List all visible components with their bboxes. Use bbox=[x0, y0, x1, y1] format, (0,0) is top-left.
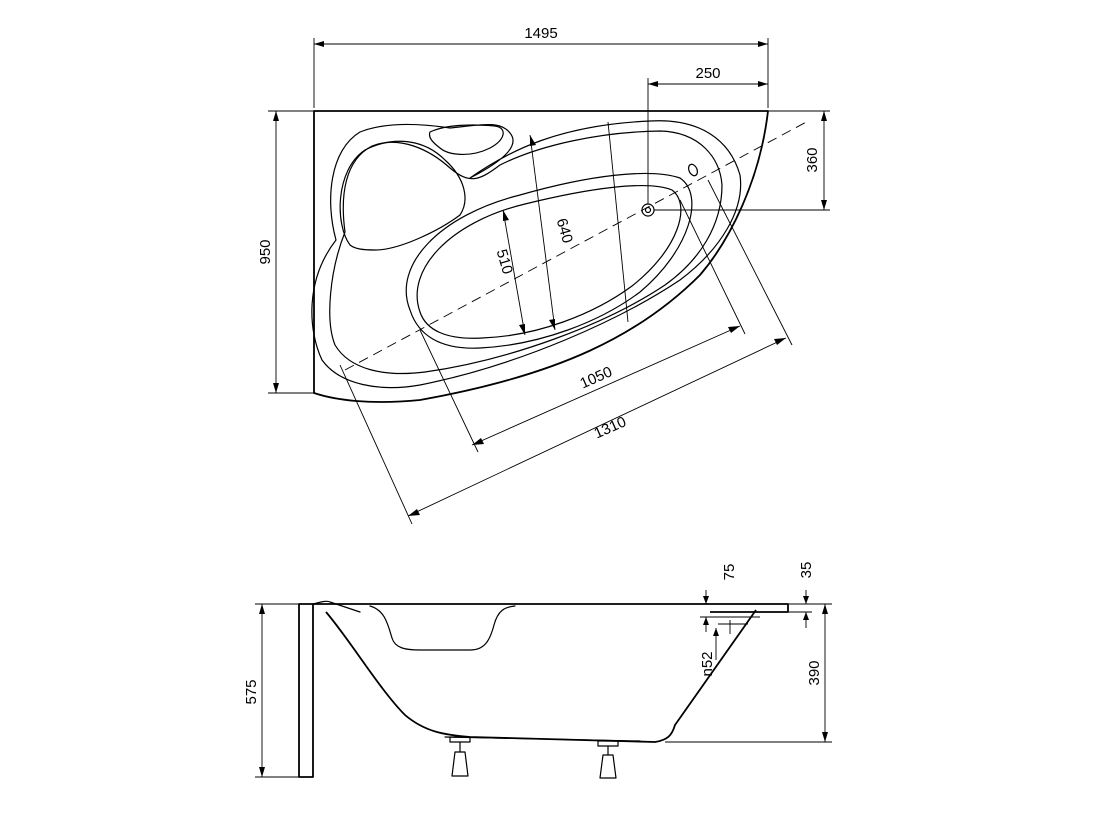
tub-axis-centerline bbox=[344, 119, 811, 371]
side-base-line bbox=[444, 736, 641, 742]
label-outer-length: 1310 bbox=[591, 413, 628, 442]
label-drain-depth: 360 bbox=[804, 147, 821, 172]
dim-overflow-n52: n52 bbox=[699, 620, 748, 677]
label-total-height: 575 bbox=[243, 679, 260, 704]
tub-inner-rim bbox=[329, 130, 723, 375]
tub-headrest bbox=[339, 140, 466, 251]
side-rim-flange bbox=[312, 600, 361, 613]
tub-headrest-grip bbox=[428, 124, 504, 155]
label-rim: 75 bbox=[721, 564, 738, 581]
tub-rim-line bbox=[311, 120, 742, 389]
label-drain-offset: 250 bbox=[695, 65, 720, 82]
side-tub-body bbox=[325, 609, 757, 743]
overflow-opening bbox=[687, 163, 699, 177]
drain-outer-circle bbox=[641, 203, 655, 217]
label-basin-width: 510 bbox=[493, 247, 516, 276]
dim-inner-length-1050: 1050 bbox=[419, 199, 746, 453]
label-depth: 390 bbox=[806, 660, 823, 685]
dim-width-1495: 1495 bbox=[313, 25, 769, 108]
label-overflow: n52 bbox=[699, 651, 716, 676]
label-inner-width: 640 bbox=[553, 216, 576, 245]
label-inner-length: 1050 bbox=[577, 363, 614, 392]
label-edge: 35 bbox=[798, 562, 815, 579]
drain-inner-circle bbox=[644, 206, 652, 214]
dim-height-950: 950 bbox=[257, 110, 314, 394]
dim-drain-offset-250: 250 bbox=[647, 65, 768, 204]
dim-rim-75: 75 bbox=[700, 564, 760, 632]
dim-total-height-575: 575 bbox=[243, 603, 299, 778]
side-seat-recess bbox=[369, 605, 516, 651]
basin-outer-contour bbox=[405, 172, 693, 349]
dim-drain-depth-360: 360 bbox=[654, 110, 830, 211]
side-rim-top bbox=[313, 603, 789, 613]
side-view: 575 390 35 75 bbox=[243, 562, 832, 779]
front-apron-panel bbox=[298, 603, 314, 778]
tub-outer-contour bbox=[313, 110, 769, 403]
dim-edge-35: 35 bbox=[788, 562, 815, 628]
label-height: 950 bbox=[257, 239, 274, 264]
left-foot bbox=[449, 736, 471, 777]
top-view: 1495 250 360 950 bbox=[257, 25, 830, 525]
dim-basin-width-510: 510 bbox=[493, 209, 526, 336]
basin-inner-contour bbox=[416, 184, 682, 339]
dim-inner-width-640: 640 bbox=[529, 121, 629, 331]
dim-depth-390: 390 bbox=[665, 603, 832, 743]
right-foot bbox=[597, 740, 619, 779]
label-width: 1495 bbox=[524, 25, 557, 42]
